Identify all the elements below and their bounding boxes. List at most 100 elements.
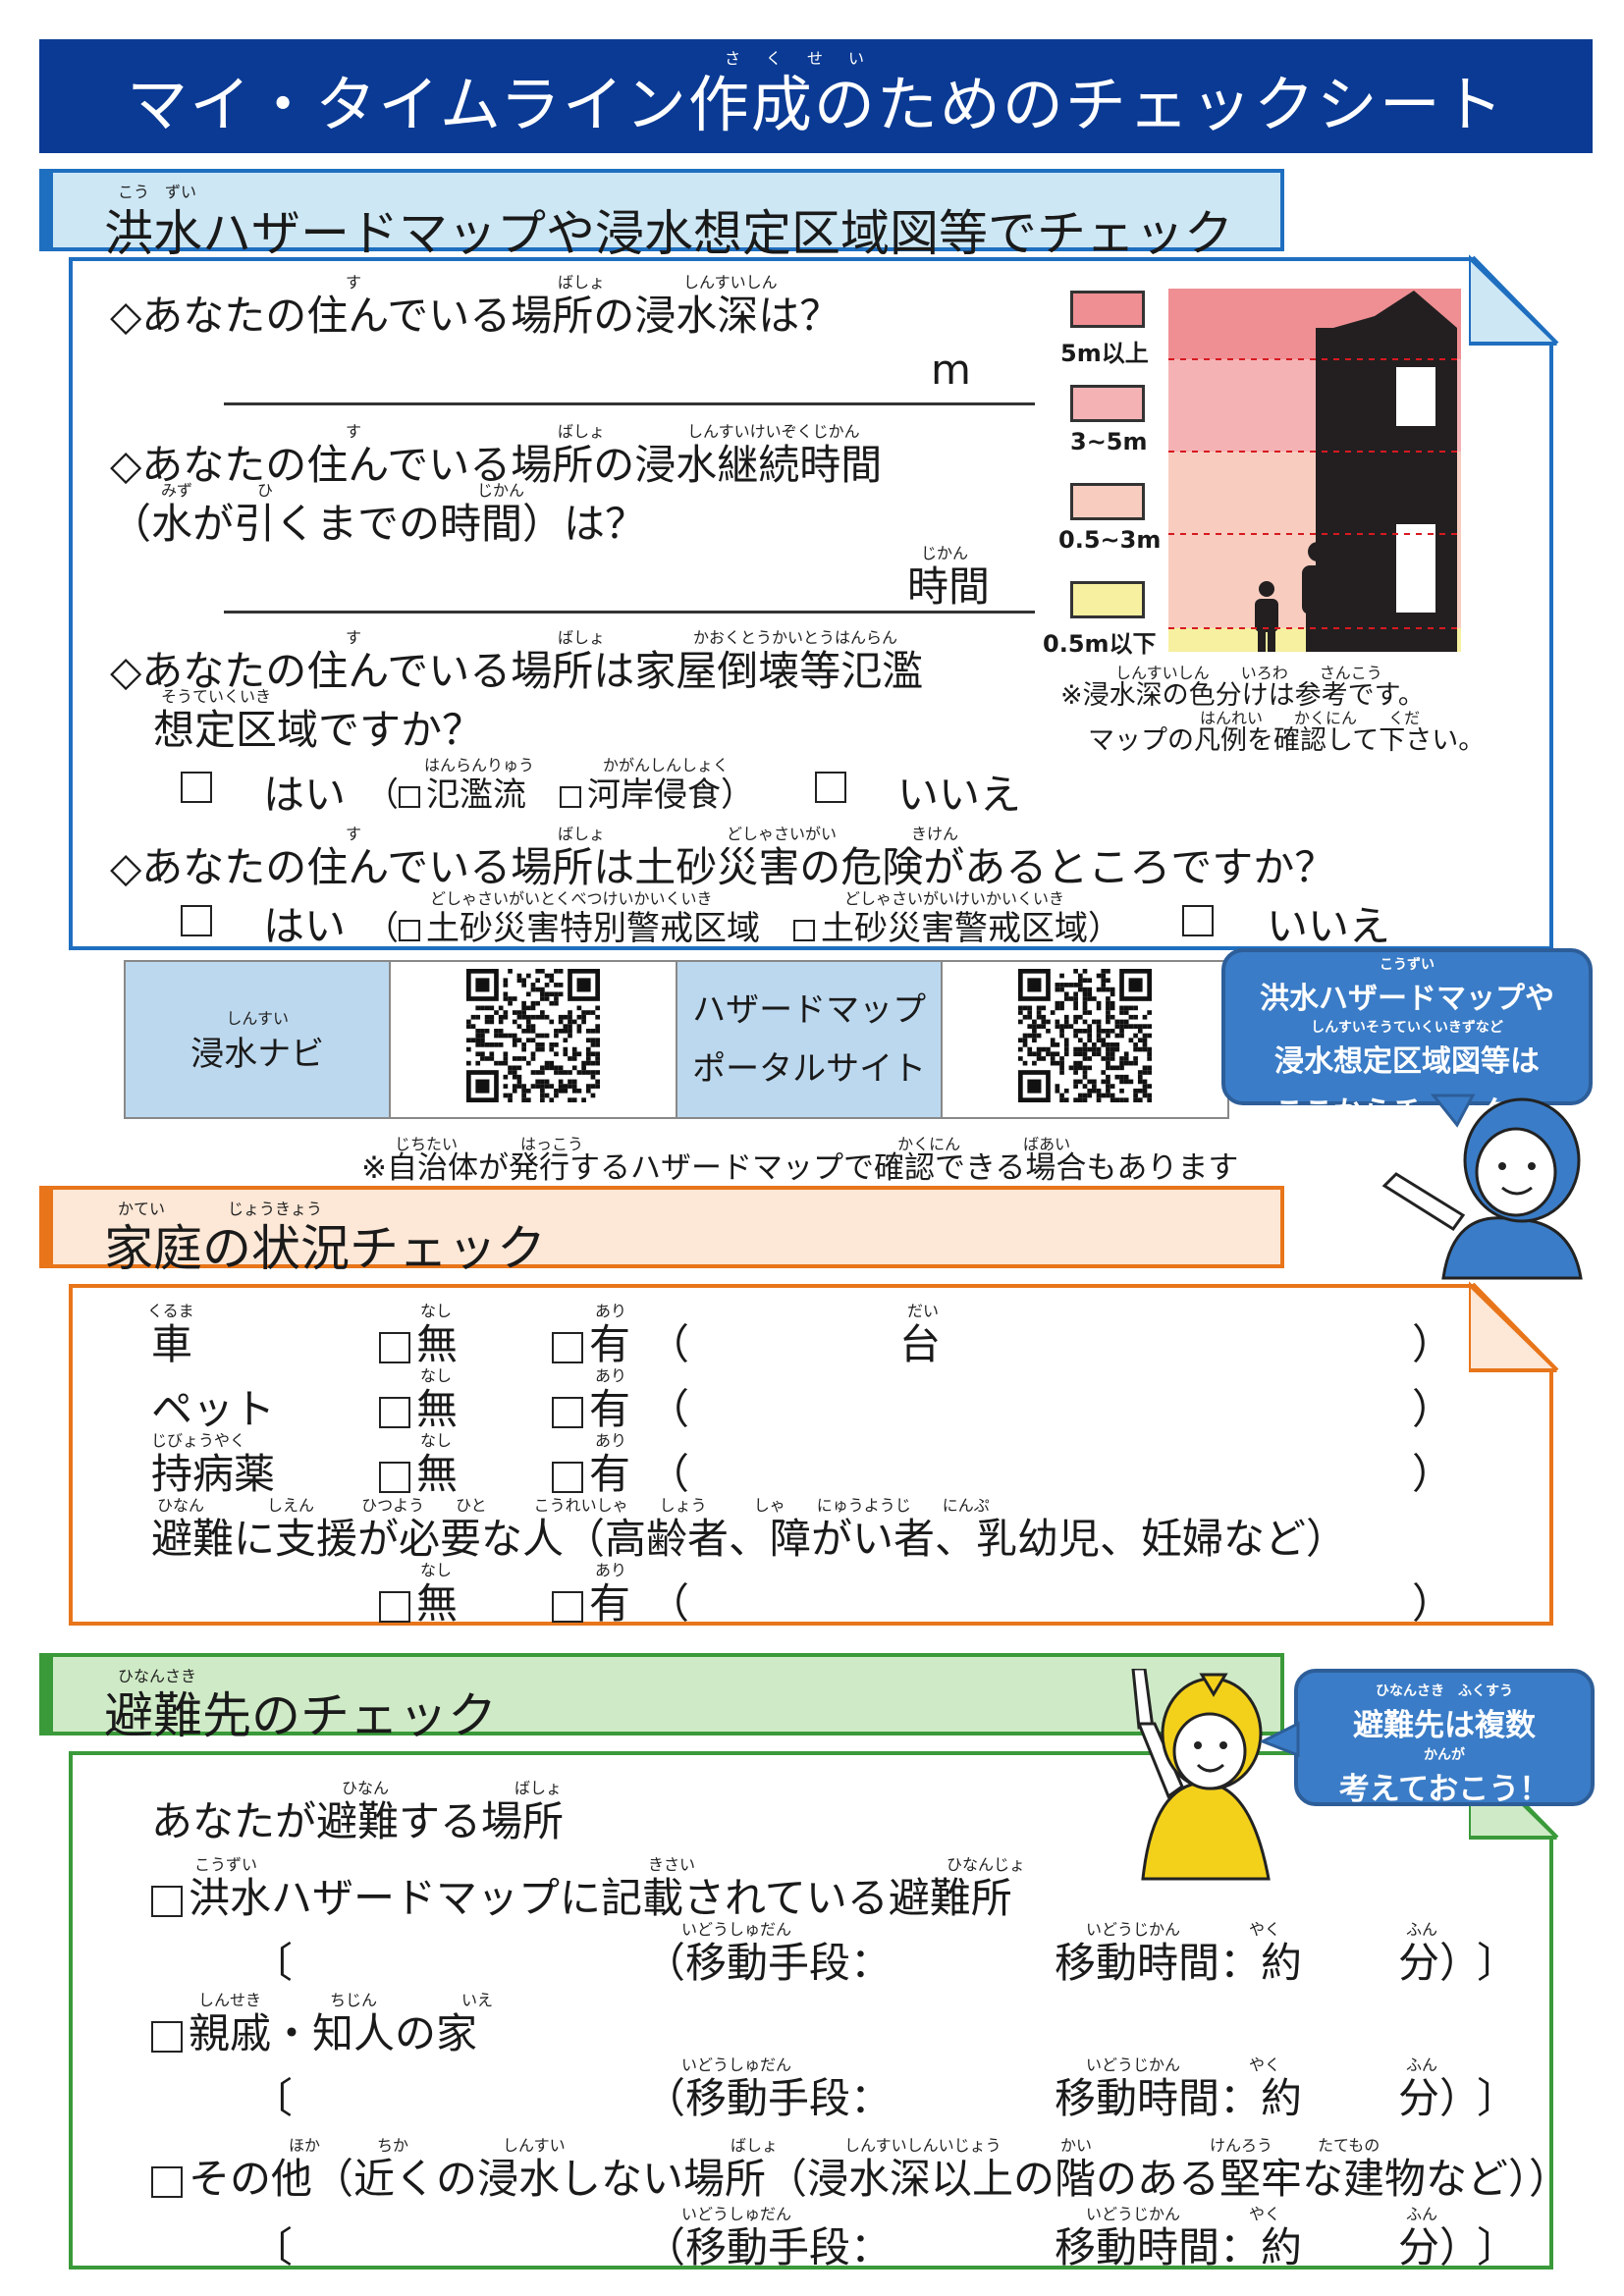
opt3-other[interactable]: その他（近くの浸水しない場所（浸水深以上の階のある堅牢な建物など）） (151, 2146, 1570, 2206)
legend-label-05-3m: 0.5~3m (1058, 526, 1162, 554)
shinsui-navi-label: 浸水ナビ (190, 1034, 325, 1074)
q1-unit: m (931, 346, 971, 394)
section1-header-ruby: こう ずい (118, 183, 197, 201)
car-have-option[interactable]: 有 (552, 1311, 630, 1371)
section2-header (39, 1186, 1284, 1268)
opt2-ruby-3: いえ (461, 1991, 494, 2009)
q3-no-checkbox[interactable] (815, 772, 852, 803)
links-note-ruby: じちたい はっこう かくにん ばあい (395, 1135, 1071, 1153)
section3-box (69, 1751, 1553, 2269)
support-have-option[interactable]: 有 (552, 1571, 630, 1630)
opt3-ruby-6: かい (1060, 2136, 1093, 2155)
support-ruby: ひなん しえん ひつよう ひと こうれいしゃ しょう しゃ にゅうようじ にんぷ (157, 1496, 990, 1515)
medicine-paren-close: ） (1412, 1450, 1454, 1498)
bubble2-ruby1: ひなんさき ふくすう (1376, 1683, 1513, 1699)
note1-ruby: しんすいしん いろわ さんこう (1115, 664, 1382, 682)
opt3-ruby-7: けんろう (1210, 2136, 1273, 2155)
bubble1-ruby2: しんすいそうていくいきずなど (1311, 1020, 1503, 1036)
opt2-means-ruby: いどうしゅだん (681, 2056, 792, 2074)
pet-label: ペット (151, 1385, 276, 1433)
q3-ruby-3: かおくとうかいとうはんらん (693, 628, 898, 647)
q2-unit: 時間 (907, 562, 991, 611)
q1-ruby-2: ばしょ (558, 273, 606, 292)
legend-label-3-5m: 3~5m (1070, 428, 1148, 455)
legend-swatch-3-5m (1070, 385, 1145, 422)
q2-answer-line[interactable] (224, 611, 1035, 614)
opt3-bracket-open: 〔 (251, 2223, 294, 2271)
legend-swatch-5m (1070, 291, 1145, 328)
q4-no-checkbox[interactable] (1182, 905, 1219, 936)
opt1-min-ruby: ふん (1406, 1920, 1438, 1939)
q3-opt1-checkbox[interactable] (399, 785, 420, 808)
opt3-means-ruby: いどうしゅだん (681, 2205, 792, 2223)
q1-depth: ◇あなたの住んでいる場所の浸水深は？ (110, 292, 841, 340)
qr-code-icon[interactable] (1016, 968, 1154, 1102)
q4-yes-label: はい (263, 902, 347, 950)
opt3-means: （移動手段： (644, 2223, 893, 2271)
car-none-option[interactable]: 無 (379, 1311, 458, 1371)
medicine-none-option[interactable]: 無 (379, 1441, 458, 1501)
opt3-ruby-2: ちか (377, 2136, 409, 2155)
opt3-bracket-close: 〕 (1477, 2223, 1519, 2271)
q4-opt1-checkbox[interactable] (399, 919, 420, 941)
q3-opt1-label: 氾濫流 (426, 775, 526, 815)
opt2-means: （移動手段： (644, 2074, 893, 2122)
medicine-paren-open: （ (648, 1450, 690, 1498)
opt2-relatives[interactable]: 親戚・知人の家 (151, 2001, 477, 2060)
medicine-have-option[interactable]: 有 (552, 1441, 630, 1501)
speech-bubble-evacuation: ひなんさき ふくすう 避難先は複数 かんが 考えておこう！ (1294, 1669, 1595, 1807)
section1-header (39, 169, 1284, 251)
q1-ruby-3: しんすいしん (683, 273, 778, 292)
q4-no-label: いいえ (1267, 902, 1391, 950)
support-paren-close: ） (1412, 1579, 1454, 1628)
q4-opt2-checkbox[interactable] (793, 919, 815, 941)
opt3-ruby-5: しんすいしんいじょう (844, 2136, 1001, 2155)
evacuation-intro: あなたが避難する場所 (151, 1797, 565, 1845)
q2b-ruby-2: ひ (257, 481, 274, 500)
opt2-time-ruby: いどうじかん (1086, 2056, 1181, 2074)
q3-opt2-label: 河岸侵食 (587, 775, 721, 815)
title-bar (39, 39, 1593, 153)
opt3-ruby-4: ばしょ (731, 2136, 779, 2155)
shinsui-navi-cell[interactable]: しんすい 浸水ナビ (123, 960, 392, 1119)
page-title: マイ・タイムライン作成のためのチェックシート (127, 69, 1505, 140)
q3-opt1-ruby: はんらんりゅう (424, 756, 535, 774)
section3-header-ruby: ひなんさき (118, 1667, 197, 1685)
opt2-ruby-2: ちじん (330, 1991, 378, 2009)
q3-yes-options: （氾濫流 河岸侵食） (365, 775, 754, 815)
portal-site-cell[interactable]: ハザードマップ ポータルサイト (675, 960, 944, 1119)
qr-code-icon[interactable] (464, 968, 602, 1102)
support-none-option[interactable]: 無 (379, 1571, 458, 1630)
pet-have-ruby: あり (595, 1366, 627, 1385)
opt3-ruby-8: たてもの (1318, 2136, 1380, 2155)
navi-qr-cell[interactable] (389, 960, 677, 1119)
portal-qr-cell[interactable] (941, 960, 1229, 1119)
legend-note-2: マップの凡例を確認して下さい。 (1088, 725, 1486, 756)
opt3-minutes: 分） (1398, 2223, 1482, 2271)
section2-title: 家庭の状況チェック (104, 1220, 546, 1277)
pet-none-option[interactable]: 無 (379, 1376, 458, 1436)
support-label: 避難に支援が必要な人（高齢者、障がい者、乳幼児、妊婦など） (151, 1515, 1348, 1563)
opt1-shelter[interactable]: 洪水ハザードマップに記載されている避難所 (151, 1865, 1012, 1925)
bubble1-line2: 浸水想定区域図等は (1274, 1044, 1540, 1079)
legend-swatch-05m (1070, 581, 1145, 618)
q2b-ruby-1: みず (161, 481, 193, 500)
bubble-tail-icon (1261, 1721, 1300, 1758)
opt2-min-ruby: ふん (1406, 2056, 1438, 2074)
q2-ruby-1: す (346, 422, 362, 441)
car-have-ruby: あり (595, 1302, 627, 1320)
q3-no-label: いいえ (897, 771, 1022, 819)
car-unit: 台 (899, 1320, 942, 1368)
q3-yes-checkbox[interactable] (181, 772, 218, 803)
q4-landslide: ◇あなたの住んでいる場所は土砂災害の危険があるところですか？ (110, 843, 1336, 891)
support-none-ruby: なし (420, 1561, 453, 1579)
q4-yes-checkbox[interactable] (181, 905, 218, 936)
q3-opt2-checkbox[interactable] (560, 785, 581, 808)
opt3-time: 移動時間：約 (1055, 2223, 1303, 2271)
q1-answer-line[interactable] (224, 402, 1035, 405)
q4-ruby-4: きけん (911, 825, 959, 843)
q2-duration-note: （水が引くまでの時間）は？ (110, 500, 647, 548)
q3-ruby-1: す (346, 628, 362, 647)
pet-have-option[interactable]: 有 (552, 1376, 630, 1436)
navi-ruby: しんすい (226, 1009, 289, 1028)
